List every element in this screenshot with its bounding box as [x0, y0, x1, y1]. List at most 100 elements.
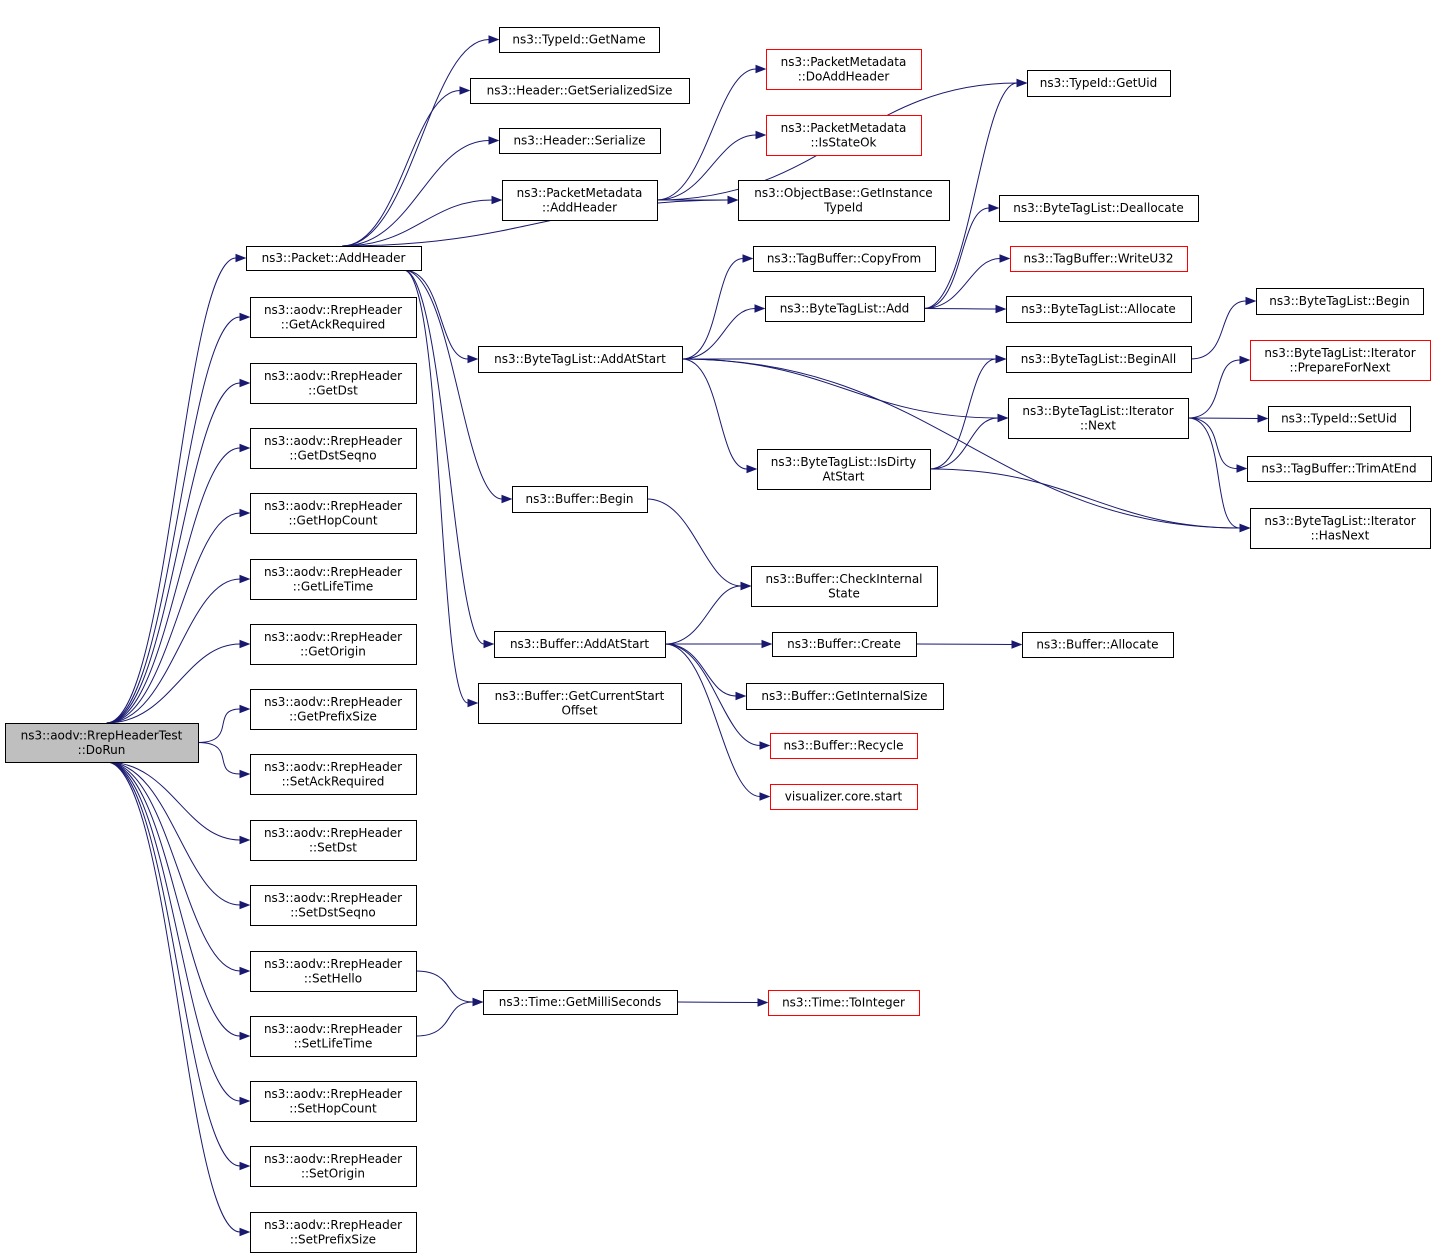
node-btl-add[interactable]: ns3::ByteTagList::Add	[765, 296, 925, 322]
node-getorigin[interactable]: ns3::aodv::RrepHeader::GetOrigin	[250, 624, 417, 665]
edge-pm-addheader-to-pm-doaddheader	[656, 64, 767, 201]
edge-arrowhead	[746, 464, 758, 474]
node-setprefixsize[interactable]: ns3::aodv::RrepHeader::SetPrefixSize	[250, 1212, 417, 1253]
node-label: ns3::TypeId::SetUid	[1281, 412, 1397, 426]
edge-arrowhead	[239, 312, 251, 322]
node-label: ns3::Header::GetSerializedSize	[487, 84, 673, 98]
node-pm-addheader[interactable]: ns3::PacketMetadata::AddHeader	[502, 180, 658, 221]
node-label: ns3::aodv::RrepHeader	[264, 760, 402, 774]
edge-arrowhead	[491, 195, 503, 205]
node-box	[772, 632, 917, 657]
node-tagbuffer-trimatend[interactable]: ns3::TagBuffer::TrimAtEnd	[1247, 456, 1432, 482]
edge-arrowhead	[995, 354, 1007, 364]
node-time-tointeger[interactable]: ns3::Time::ToInteger	[768, 990, 920, 1016]
edge-line	[664, 643, 761, 746]
node-label: ::SetPrefixSize	[290, 1232, 376, 1246]
node-box	[250, 363, 417, 404]
node-setackreq[interactable]: ns3::aodv::RrepHeader::SetAckRequired	[250, 754, 417, 795]
node-box	[246, 246, 422, 271]
node-packet-addheader[interactable]: ns3::Packet::AddHeader	[246, 246, 422, 271]
node-label: ::GetDstSeqno	[289, 448, 376, 462]
node-box	[765, 296, 925, 322]
edge-root-to-gethopcount	[106, 508, 251, 724]
node-header-serialize[interactable]: ns3::Header::Serialize	[499, 128, 661, 154]
node-getdst[interactable]: ns3::aodv::RrepHeader::GetDst	[250, 363, 417, 404]
node-label: ::SetHello	[304, 971, 362, 985]
node-label: ::GetPrefixSize	[289, 709, 377, 723]
edge-line	[106, 512, 241, 724]
edge-line	[106, 578, 241, 724]
node-buffer-create[interactable]: ns3::Buffer::Create	[772, 632, 917, 657]
node-pm-isstateok[interactable]: ns3::PacketMetadata::IsStateOk	[766, 115, 922, 156]
node-box	[250, 428, 417, 469]
node-getlifetime[interactable]: ns3::aodv::RrepHeader::GetLifeTime	[250, 559, 417, 600]
node-setlifetime[interactable]: ns3::aodv::RrepHeader::SetLifeTime	[250, 1016, 417, 1057]
edge-arrowhead	[467, 698, 479, 708]
node-sethopcount[interactable]: ns3::aodv::RrepHeader::SetHopCount	[250, 1081, 417, 1122]
node-visualizer-start[interactable]: visualizer.core.start	[770, 784, 918, 810]
node-tagbuffer-copyfrom[interactable]: ns3::TagBuffer::CopyFrom	[753, 246, 936, 272]
node-box	[250, 1081, 417, 1122]
edge-buffer-addatstart-to-visualizer-start	[664, 643, 771, 801]
node-gethopcount[interactable]: ns3::aodv::RrepHeader::GetHopCount	[250, 493, 417, 534]
node-typeid-getname[interactable]: ns3::TypeId::GetName	[499, 27, 660, 53]
node-btl-iter-hasnext[interactable]: ns3::ByteTagList::Iterator::HasNext	[1250, 508, 1431, 549]
node-time-getms[interactable]: ns3::Time::GetMilliSeconds	[483, 990, 678, 1015]
node-pm-doaddheader[interactable]: ns3::PacketMetadata::DoAddHeader	[766, 49, 922, 90]
node-tagbuffer-writeu32[interactable]: ns3::TagBuffer::WriteU32	[1010, 246, 1188, 272]
node-typeid-setuid[interactable]: ns3::TypeId::SetUid	[1268, 406, 1411, 432]
node-getackreq[interactable]: ns3::aodv::RrepHeader::GetAckRequired	[250, 297, 417, 338]
node-label: TypeId	[823, 200, 863, 214]
node-setdst[interactable]: ns3::aodv::RrepHeader::SetDst	[250, 820, 417, 861]
edge-line	[342, 90, 461, 247]
node-btl-iter-next[interactable]: ns3::ByteTagList::Iterator::Next	[1008, 398, 1189, 439]
edge-arrowhead	[742, 254, 754, 263]
node-root[interactable]: ns3::aodv::RrepHeaderTest::DoRun	[5, 723, 199, 763]
node-btl-begin[interactable]: ns3::ByteTagList::Begin	[1256, 288, 1424, 315]
edge-line	[342, 140, 490, 247]
node-label: ns3::ByteTagList::Iterator	[1264, 514, 1415, 528]
node-buffer-recycle[interactable]: ns3::Buffer::Recycle	[770, 733, 918, 759]
node-btl-addatstart[interactable]: ns3::ByteTagList::AddAtStart	[478, 346, 683, 373]
node-label: State	[828, 586, 860, 600]
node-btl-iter-prepare[interactable]: ns3::ByteTagList::Iterator::PrepareForNe…	[1250, 340, 1431, 381]
node-label: ns3::aodv::RrepHeader	[264, 957, 402, 971]
edge-line	[106, 761, 241, 1102]
edge-btl-addatstart-to-btl-isdirty	[681, 358, 758, 474]
node-label: ns3::Buffer::CheckInternal	[765, 572, 922, 586]
node-box	[250, 493, 417, 534]
node-label: ns3::Buffer::Create	[787, 637, 901, 651]
edge-line	[106, 761, 241, 1233]
node-header-getsersize[interactable]: ns3::Header::GetSerializedSize	[470, 78, 690, 104]
node-setorigin[interactable]: ns3::aodv::RrepHeader::SetOrigin	[250, 1146, 417, 1187]
node-setdstseqno[interactable]: ns3::aodv::RrepHeader::SetDstSeqno	[250, 885, 417, 926]
node-label: ns3::aodv::RrepHeader	[264, 1218, 402, 1232]
edge-arrowhead	[761, 639, 773, 649]
node-box	[499, 27, 660, 53]
node-getdstseqno[interactable]: ns3::aodv::RrepHeader::GetDstSeqno	[250, 428, 417, 469]
node-buffer-getinternalsize[interactable]: ns3::Buffer::GetInternalSize	[746, 683, 944, 710]
edge-root-to-packet-addheader	[106, 253, 247, 724]
node-btl-deallocate[interactable]: ns3::ByteTagList::Deallocate	[999, 195, 1199, 222]
node-box	[1008, 398, 1189, 439]
edge-arrowhead	[1016, 78, 1028, 88]
node-btl-beginall[interactable]: ns3::ByteTagList::BeginAll	[1006, 346, 1192, 373]
node-typeid-getuid[interactable]: ns3::TypeId::GetUid	[1027, 70, 1171, 97]
node-getprefixsize[interactable]: ns3::aodv::RrepHeader::GetPrefixSize	[250, 689, 417, 730]
edge-line	[681, 358, 1241, 529]
node-buffer-begin[interactable]: ns3::Buffer::Begin	[512, 486, 648, 513]
edge-arrowhead	[239, 508, 251, 518]
node-btl-allocate[interactable]: ns3::ByteTagList::Allocate	[1006, 296, 1192, 323]
node-buffer-addatstart[interactable]: ns3::Buffer::AddAtStart	[494, 631, 666, 658]
node-box	[766, 115, 922, 156]
edge-root-to-getorigin	[106, 639, 251, 724]
node-sethello[interactable]: ns3::aodv::RrepHeader::SetHello	[250, 951, 417, 992]
edge-arrowhead	[727, 195, 739, 205]
edge-line	[342, 39, 490, 247]
edge-buffer-addatstart-to-buffer-create	[665, 639, 773, 649]
node-buffer-allocate[interactable]: ns3::Buffer::Allocate	[1022, 632, 1174, 658]
